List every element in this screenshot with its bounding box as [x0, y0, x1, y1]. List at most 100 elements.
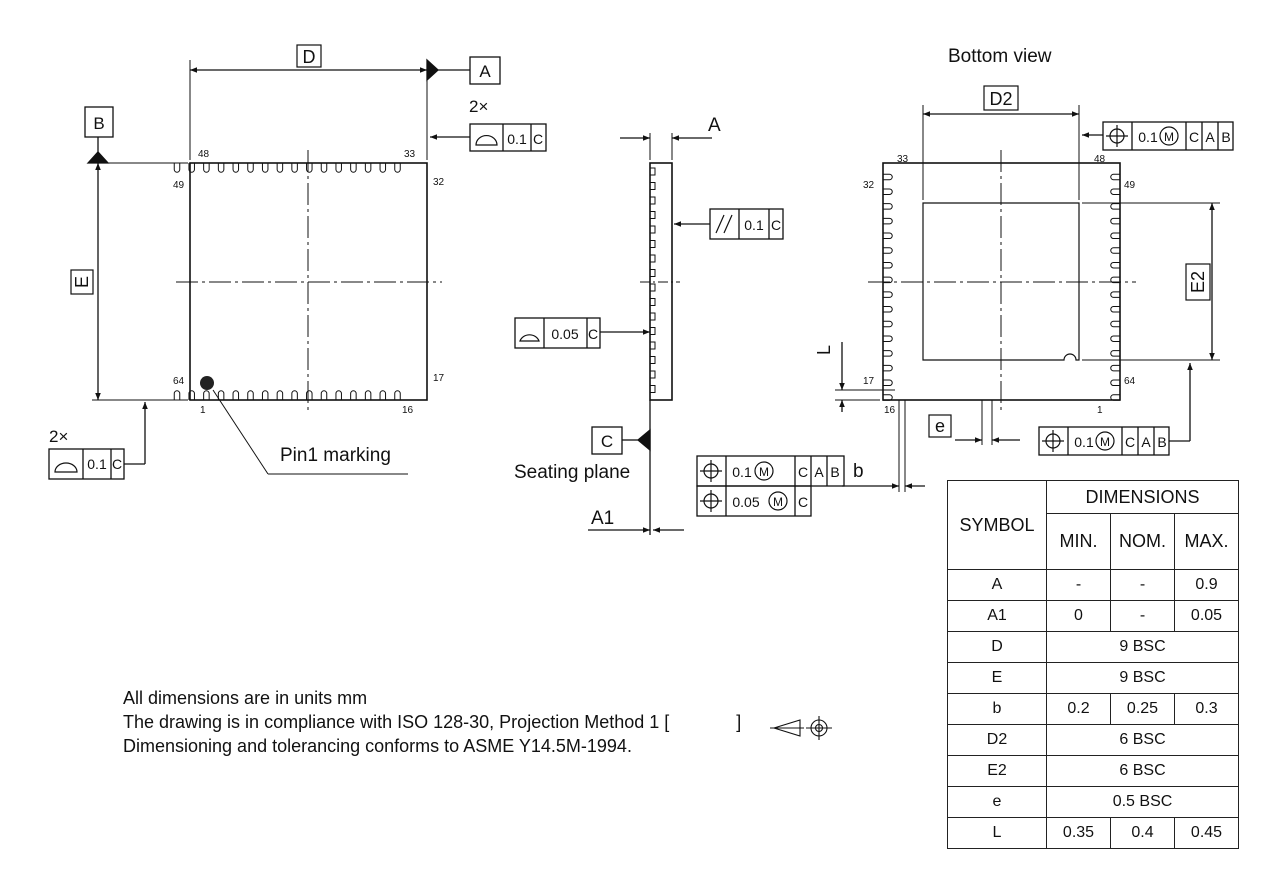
- pad-bottom: [232, 390, 240, 400]
- row-symbol: A1: [947, 600, 1047, 632]
- pad-right: [1110, 203, 1120, 210]
- table-row: A - - 0.9: [947, 569, 1239, 601]
- datum-c-triangle: [636, 428, 651, 452]
- row-symbol: D: [947, 631, 1047, 663]
- pad-top: [203, 163, 210, 173]
- pos-ref-c-2: C: [798, 494, 808, 510]
- side-pad: [649, 211, 656, 219]
- bottom-pin-33: 33: [897, 154, 909, 165]
- pad-bottom: [247, 390, 254, 400]
- pin-17-label: 17: [433, 373, 445, 384]
- table-row: e 0.5 BSC: [947, 786, 1239, 818]
- pin1-marking-label: Pin1 marking: [280, 445, 391, 466]
- datum-b-triangle: [86, 151, 110, 164]
- pad-right: [1110, 379, 1120, 387]
- bottom-pin-32: 32: [863, 180, 875, 191]
- pin-48-label: 48: [198, 149, 210, 160]
- top-view: [48, 56, 547, 480]
- pad-bottom: [173, 390, 181, 400]
- row-symbol: e: [947, 786, 1047, 818]
- side-view-text: A 0.1 C 0.05 C C Seating plane A1 0.1 M …: [514, 115, 864, 529]
- bottom-pin-49: 49: [1124, 180, 1136, 191]
- profile-tol-frame-bottom: [48, 448, 125, 480]
- pad-bottom: [335, 390, 342, 400]
- pad-bottom: [203, 390, 210, 400]
- table-header-min: MIN.: [1046, 513, 1111, 570]
- dimensions-table: SYMBOL DIMENSIONS MIN. NOM. MAX. A - - 0…: [947, 480, 1239, 849]
- pad-right: [1110, 320, 1120, 328]
- drawing-notes: All dimensions are in units mm The drawi…: [123, 686, 741, 758]
- side-pad: [649, 298, 656, 306]
- row-symbol: E: [947, 662, 1047, 694]
- mod-m-2: M: [773, 495, 783, 509]
- parallel-tol-datum: C: [771, 217, 781, 233]
- pad-top: [261, 163, 269, 173]
- pad-left: [883, 247, 893, 254]
- pad-left: [883, 291, 893, 298]
- bottom-mod-m-bottom: M: [1100, 435, 1110, 449]
- pad-left: [883, 335, 893, 342]
- pad-top: [394, 163, 401, 173]
- pad-left: [883, 320, 893, 328]
- datum-c-box: [591, 426, 623, 455]
- table-row: b 0.2 0.25 0.3: [947, 693, 1239, 725]
- dim-e-label: E: [72, 276, 92, 288]
- datum-a-label: A: [479, 62, 491, 81]
- row-value: 0.5 BSC: [1046, 786, 1239, 818]
- dim-a1-label: A1: [591, 508, 614, 529]
- table-row: D2 6 BSC: [947, 724, 1239, 756]
- pos-ref-c-1: C: [798, 464, 808, 480]
- row-value: 9 BSC: [1046, 631, 1239, 663]
- row-symbol: b: [947, 693, 1047, 725]
- datum-b-label: B: [93, 114, 104, 133]
- datum-c-label: C: [601, 432, 613, 451]
- row-symbol: D2: [947, 724, 1047, 756]
- bottom-view-title: Bottom view: [948, 46, 1052, 67]
- pad-right: [1110, 335, 1120, 342]
- pin-49-label: 49: [173, 180, 185, 191]
- row-min: 0.2: [1046, 693, 1111, 725]
- pad-top: [364, 163, 372, 173]
- row-value: 6 BSC: [1046, 755, 1239, 787]
- row-max: 0.45: [1174, 817, 1239, 849]
- row-symbol: A: [947, 569, 1047, 601]
- table-row: E2 6 BSC: [947, 755, 1239, 787]
- dim-b-label: b: [853, 461, 864, 482]
- profile-tol-frame-top: [469, 123, 547, 152]
- bottom-view-text: Bottom view D2 E2 L e 0.1 M C A B 0.1 M …: [814, 46, 1231, 450]
- pad-bottom: [188, 390, 195, 400]
- mod-m-1: M: [759, 465, 769, 479]
- pad-top: [306, 163, 313, 173]
- pad-top: [247, 163, 254, 173]
- pad-right: [1110, 173, 1120, 181]
- bottom-ref-a-top: A: [1205, 129, 1215, 145]
- profile-tol-value: 0.05: [551, 326, 578, 342]
- pad-left: [883, 261, 893, 269]
- row-min: 0.35: [1046, 817, 1111, 849]
- bottom-ref-b-bottom: B: [1157, 434, 1166, 450]
- pad-top: [232, 163, 240, 173]
- pad-right: [1110, 394, 1120, 401]
- pad-bottom: [306, 390, 313, 400]
- pad-left: [883, 232, 893, 240]
- dim-d-label: D: [303, 47, 316, 67]
- side-pad: [649, 385, 656, 393]
- pad-top: [335, 163, 342, 173]
- table-row: D 9 BSC: [947, 631, 1239, 663]
- side-pad: [649, 182, 656, 190]
- tol-datum-top: C: [533, 131, 543, 147]
- bottom-pin-16: 16: [884, 405, 896, 416]
- pad-right: [1110, 261, 1120, 269]
- bottom-mod-m-top: M: [1164, 130, 1174, 144]
- pad-right: [1110, 364, 1120, 372]
- bottom-view: [173, 105, 1234, 492]
- note-projection-close: ]: [736, 712, 742, 732]
- datum-a-triangle: [426, 58, 439, 82]
- row-value: 9 BSC: [1046, 662, 1239, 694]
- table-row: A1 0 - 0.05: [947, 600, 1239, 632]
- tol-value-bottom: 0.1: [87, 456, 107, 472]
- bottom-pos-tol-top: 0.1: [1138, 129, 1158, 145]
- side-pad: [649, 196, 656, 205]
- pin-16-label: 16: [402, 405, 414, 416]
